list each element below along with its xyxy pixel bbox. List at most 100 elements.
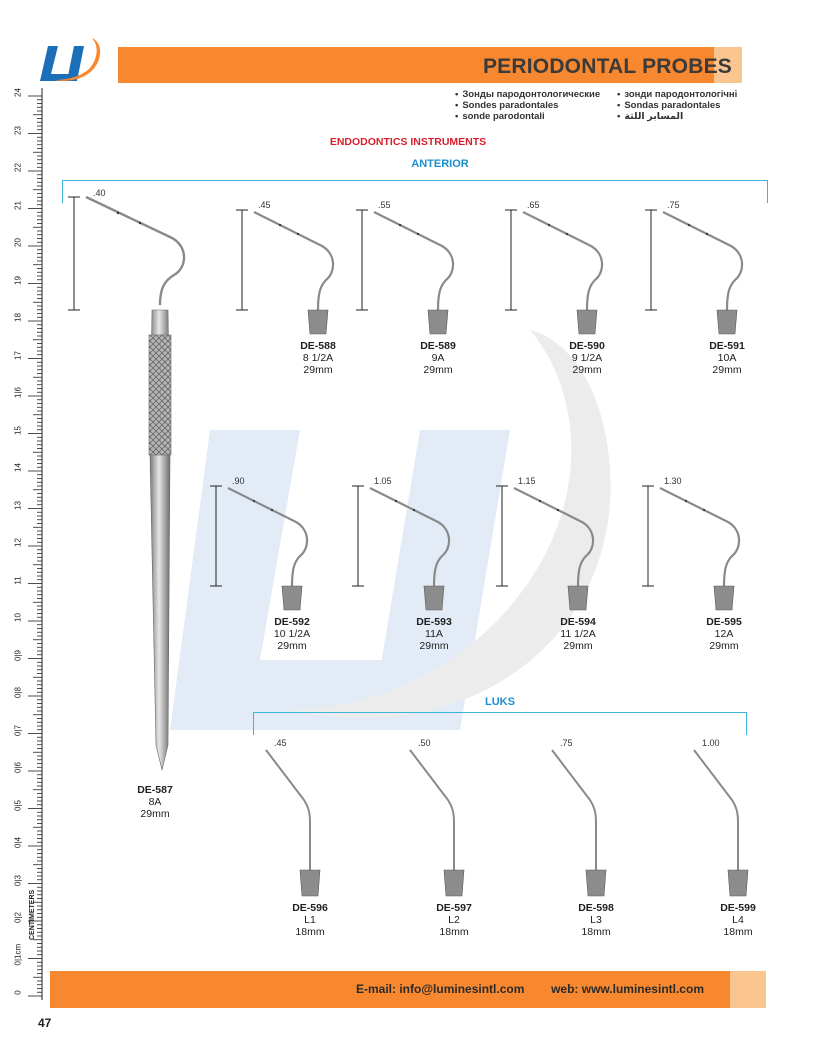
page-number: 47: [38, 1016, 52, 1030]
product-code: DE-592: [274, 616, 310, 628]
ruler-label: 11: [13, 575, 23, 585]
probe-de-596-image: [265, 749, 321, 897]
ruler-label: 17: [13, 350, 23, 360]
product-length: 29mm: [423, 364, 453, 376]
tip-size-label: .50: [418, 738, 431, 748]
product-code: DE-594: [560, 616, 596, 628]
ruler-label: 22: [13, 163, 23, 172]
product-length: 29mm: [572, 364, 602, 376]
product-size: L1: [304, 914, 316, 926]
ruler-label: 0|3: [13, 874, 23, 886]
tip-size-label: 1.15: [518, 476, 536, 486]
tip-size-label: .40: [93, 188, 106, 198]
product-size: 8 1/2A: [302, 352, 334, 364]
watermark-logo: [170, 330, 611, 730]
product-size: 11 1/2A: [560, 628, 596, 640]
language-item: Sondas paradontales: [617, 100, 720, 112]
tip-size-label: .45: [274, 738, 287, 748]
product-code: DE-588: [300, 340, 336, 352]
product-size: 9A: [431, 352, 445, 364]
product-size: 10A: [717, 352, 737, 364]
web-link[interactable]: web: www.luminesintl.com: [551, 982, 704, 996]
probe-de-599-image: [693, 749, 749, 897]
product-code: DE-590: [569, 340, 605, 352]
product-size: L4: [732, 914, 744, 926]
brand-logo: [36, 36, 108, 86]
email-link[interactable]: E-mail: info@luminesintl.com: [356, 982, 525, 996]
ruler-label: 15: [13, 425, 23, 435]
ruler-label: 0|4: [13, 837, 23, 848]
probe-de-597-image: [409, 749, 465, 897]
tip-size-label: .45: [258, 200, 271, 210]
language-item: Sondes paradontales: [455, 100, 558, 112]
ruler-label: 21: [13, 200, 23, 210]
language-item: sonde parodontali: [455, 111, 544, 123]
product-size: L2: [448, 914, 460, 926]
probe-de-587-image: [68, 195, 186, 771]
tip-size-label: .55: [378, 200, 391, 210]
probe-de-593-image: [352, 485, 451, 611]
ruler-label: 0|5: [13, 799, 23, 811]
ruler-label: 19: [13, 275, 23, 285]
product-code: DE-589: [420, 340, 456, 352]
ruler-label: 0|1cm: [13, 943, 23, 965]
product-length: 29mm: [140, 808, 170, 820]
product-code: DE-587: [137, 784, 173, 796]
tip-size-label: .90: [232, 476, 245, 486]
footer-bar: [50, 971, 766, 1008]
ruler-label: 20: [13, 238, 23, 247]
product-length: 29mm: [709, 640, 739, 652]
ruler-label: 0: [13, 990, 23, 995]
product-length: 18mm: [439, 926, 469, 938]
group-label-anterior: ANTERIOR: [411, 158, 469, 170]
group-bracket-anterior: [62, 180, 768, 203]
product-code: DE-591: [709, 340, 745, 352]
product-length: 29mm: [303, 364, 333, 376]
group-bracket-luks: [253, 712, 747, 735]
tip-size-label: .75: [667, 200, 680, 210]
ruler-unit-label: CENTIMETERS: [29, 889, 36, 940]
product-size: 9 1/2A: [571, 352, 603, 364]
probe-de-598-image: [551, 749, 607, 897]
ruler-label: 13: [13, 500, 23, 510]
language-item: Зонды пародонтологические: [455, 89, 600, 101]
product-size: L3: [590, 914, 602, 926]
probe-de-595-image: [642, 485, 741, 611]
product-length: 29mm: [419, 640, 449, 652]
ruler-label: 0|9: [13, 649, 23, 661]
ruler-label: 1|6: [13, 387, 23, 398]
product-length: 29mm: [563, 640, 593, 652]
probe-de-587-caption: DE-587 8A 29mm: [115, 784, 195, 820]
centimeter-ruler: [28, 88, 43, 1000]
ruler-label: 0|8: [13, 687, 23, 698]
product-length: 18mm: [295, 926, 325, 938]
product-size: 8A: [148, 796, 162, 808]
language-item: зонди пародонтологічні: [617, 89, 737, 101]
product-size: 11A: [425, 628, 443, 640]
footer-contact: E-mail: info@luminesintl.com web: www.lu…: [356, 982, 704, 996]
ruler-label: 10: [13, 613, 23, 622]
product-code: DE-595: [706, 616, 742, 628]
product-code: DE-597: [436, 902, 472, 914]
probe-de-591-image: [645, 209, 744, 335]
product-length: 29mm: [277, 640, 307, 652]
tip-size-label: 1.05: [374, 476, 392, 486]
tip-size-label: .75: [560, 738, 573, 748]
page-title: PERIODONTAL PROBES: [482, 55, 732, 78]
product-size: 12A: [714, 628, 734, 640]
product-length: 18mm: [581, 926, 611, 938]
ruler-label: 24: [13, 88, 23, 97]
section-title: ENDODONTICS INSTRUMENTS: [329, 136, 487, 148]
probe-de-588-image: [236, 209, 335, 335]
probe-de-590-image: [505, 209, 604, 335]
product-code: DE-593: [416, 616, 452, 628]
ruler-label: 0|2: [13, 912, 23, 923]
